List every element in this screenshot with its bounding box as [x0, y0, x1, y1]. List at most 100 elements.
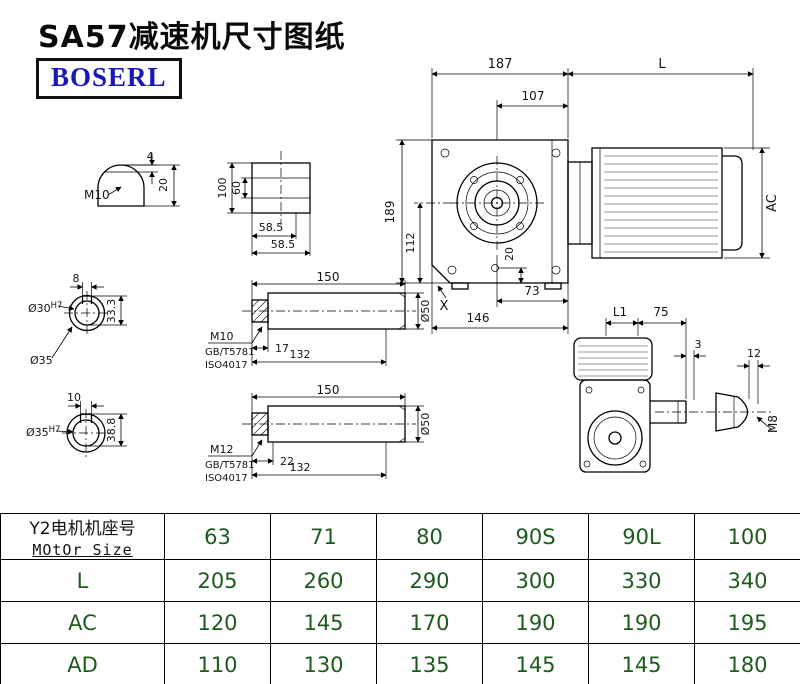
shaft2-std1-label: GB/T5781	[205, 460, 255, 471]
dim-L-label: L	[658, 57, 666, 72]
shaft1-fit-length-label: 132	[290, 348, 311, 361]
motor-end-cap	[722, 155, 743, 251]
dim-L1-label: L1	[613, 305, 627, 319]
key-section-view: 4 20 M10	[84, 150, 180, 207]
bore2-diameter-label: Ø35H7	[26, 425, 60, 439]
dim-112-label: 112	[404, 233, 417, 254]
shaft-end-view: 100 60 58.5 58.5	[216, 151, 311, 256]
AD-value-4: 145	[588, 643, 695, 684]
row-label-L: L	[0, 559, 165, 602]
shaft2-body	[267, 405, 406, 443]
front-gearbox-outline	[579, 379, 651, 473]
motor-size-90s: 90S	[482, 513, 589, 560]
shaft1-std2-label: ISO4017	[205, 360, 248, 371]
motor-size-header: Y2电机机座号 MOtOr Size	[0, 513, 165, 560]
AD-value-0: 110	[164, 643, 271, 684]
technical-drawing: 4 20 M10 100 60 58.5 5	[26, 57, 780, 484]
shaft-drawing-1: 150 M10 GB/T5781 ISO4017 17 132 Ø50	[205, 270, 432, 371]
shaft1-std1-label: GB/T5781	[205, 347, 255, 358]
table-row-AD: AD 110 130 135 145 145 180	[0, 643, 800, 684]
dim-107-label: 107	[522, 89, 545, 103]
motor-body	[591, 147, 723, 259]
motor-size-header-en: MOtOr Size	[32, 541, 133, 559]
front-view: L1 75 3 12 M8	[573, 305, 780, 473]
shaft1-body	[267, 292, 406, 330]
dim-73-label: 73	[524, 284, 539, 298]
table-row-motor-size: Y2电机机座号 MOtOr Size 63 71 80 90S 90L 100	[0, 513, 800, 560]
L-value-3: 300	[482, 559, 589, 602]
AD-value-2: 135	[376, 643, 483, 684]
dimension-table: Y2电机机座号 MOtOr Size 63 71 80 90S 90L 100 …	[0, 513, 800, 684]
label-X: X	[440, 299, 449, 314]
AC-value-4: 190	[588, 601, 695, 644]
dim-146-label: 146	[467, 311, 490, 325]
L-value-5: 340	[694, 559, 800, 602]
AC-value-3: 190	[482, 601, 589, 644]
motor-size-100: 100	[694, 513, 800, 560]
gearbox-outline	[431, 139, 569, 284]
shaft2-diameter-label: Ø50	[419, 413, 432, 436]
shaft2-length-label: 150	[317, 383, 340, 397]
motor-size-header-cn: Y2电机机座号	[29, 519, 136, 539]
motor-size-90l: 90L	[588, 513, 695, 560]
shaft1-diameter-label: Ø50	[419, 300, 432, 323]
motor-size-71: 71	[270, 513, 377, 560]
dim-585a-label: 58.5	[259, 221, 284, 234]
shaft2-thread-length-label: 22	[280, 455, 294, 468]
bore1-outer-dia-label: Ø35	[30, 354, 53, 367]
shaft-tip-detail	[715, 392, 749, 432]
bore1-keyway-width-label: 8	[73, 272, 80, 285]
bore1-diameter-label: Ø30H7	[28, 301, 62, 315]
dim-189-label: 189	[383, 201, 397, 224]
dim-60-label: 60	[230, 181, 243, 195]
brand-logo-text: BOSERL	[51, 62, 167, 92]
front-output-circle	[587, 410, 643, 466]
AC-value-0: 120	[164, 601, 271, 644]
L-value-2: 290	[376, 559, 483, 602]
AC-value-2: 170	[376, 601, 483, 644]
AD-value-1: 130	[270, 643, 377, 684]
shaft2-std2-label: ISO4017	[205, 473, 248, 484]
shaft1-thread-label: M10	[210, 330, 234, 343]
side-view: 187 L 107 189 112 20 73 146	[383, 57, 780, 334]
motor-size-80: 80	[376, 513, 483, 560]
row-label-AD: AD	[0, 643, 165, 684]
AC-value-1: 145	[270, 601, 377, 644]
shaft2-thread-label: M12	[210, 443, 234, 456]
row-label-AC: AC	[0, 601, 165, 644]
dim-AC-label: AC	[765, 194, 780, 212]
key-dim-20-label: 20	[157, 178, 170, 192]
oil-plug-circle	[491, 264, 499, 272]
key-thread-label: M10	[84, 188, 110, 202]
front-motor-outline	[573, 337, 653, 381]
page-title: SA57减速机尺寸图纸	[38, 20, 346, 55]
brand-logo: BOSERL	[36, 58, 182, 99]
table-row-L: L 205 260 290 300 330 340	[0, 559, 800, 602]
dim-585b-label: 58.5	[271, 238, 296, 251]
AD-value-5: 180	[694, 643, 800, 684]
dim-187-label: 187	[488, 57, 513, 72]
bore1-keyway-depth-label: 33.3	[105, 299, 118, 324]
label-M8: M8	[766, 415, 780, 433]
shaft-drawing-2: 150 M12 GB/T5781 ISO4017 22 132 Ø50	[205, 383, 432, 484]
dim-3-label: 3	[695, 338, 702, 351]
shaft1-thread-length-label: 17	[275, 342, 289, 355]
dim-20-label: 20	[503, 247, 516, 261]
L-value-0: 205	[164, 559, 271, 602]
AD-value-3: 145	[482, 643, 589, 684]
dim-75-label: 75	[653, 305, 668, 319]
bore2-keyway-width-label: 10	[67, 391, 81, 404]
table-row-AC: AC 120 145 170 190 190 195	[0, 601, 800, 644]
bore-view-2: 10 Ø35H7 38.8	[26, 391, 127, 457]
bore-view-1: 8 Ø30H7 33.3 Ø35	[28, 272, 127, 367]
motor-size-63: 63	[164, 513, 271, 560]
L-value-4: 330	[588, 559, 695, 602]
dim-100-label: 100	[216, 178, 229, 199]
bore2-keyway-depth-label: 38.8	[105, 418, 118, 443]
shaft1-length-label: 150	[317, 270, 340, 284]
L-value-1: 260	[270, 559, 377, 602]
dim-12-label: 12	[747, 347, 761, 360]
AC-value-5: 195	[694, 601, 800, 644]
shaft2-fit-length-label: 132	[290, 461, 311, 474]
